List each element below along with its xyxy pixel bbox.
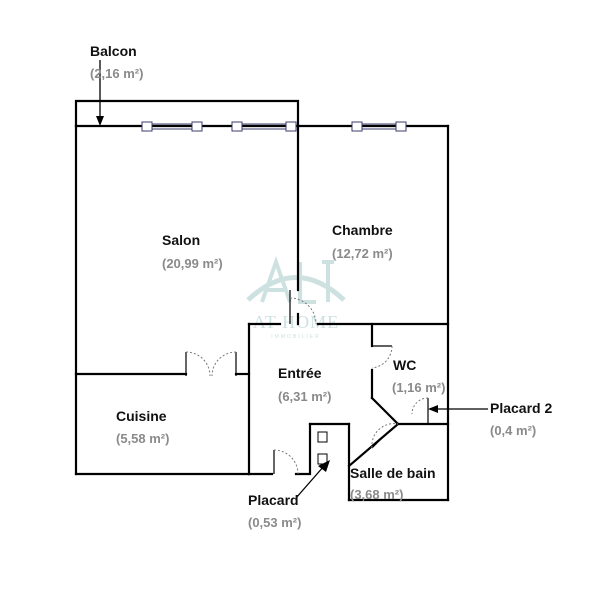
label-placard: Placard [248, 492, 299, 508]
windows [141, 121, 407, 132]
area-chambre: (12,72 m²) [332, 246, 393, 261]
area-placard: (0,53 m²) [248, 515, 301, 530]
label-chambre: Chambre [332, 222, 393, 238]
outer-walls [74, 124, 450, 502]
label-wc: WC [393, 357, 416, 373]
doors [185, 290, 429, 475]
area-balcon: (2,16 m²) [90, 66, 143, 81]
area-wc: (1,16 m²) [392, 380, 445, 395]
label-entree: Entrée [278, 365, 322, 381]
label-salle-de-bain: Salle de bain [350, 465, 436, 481]
area-cuisine: (5,58 m²) [116, 431, 169, 446]
area-salon: (20,99 m²) [162, 256, 223, 271]
area-placard-2: (0,4 m²) [490, 423, 536, 438]
area-entree: (6,31 m²) [278, 389, 331, 404]
label-balcon: Balcon [90, 43, 137, 59]
callout-arrows [96, 60, 488, 499]
interior-walls [74, 124, 450, 502]
watermark-text: AT HOME [253, 312, 339, 332]
room-labels: Balcon (2,16 m²) Salon (20,99 m²) Chambr… [90, 43, 552, 530]
label-cuisine: Cuisine [116, 408, 167, 424]
watermark-logo: AT HOME IMMOBILIER [246, 255, 346, 340]
balcony-outline [74, 99, 300, 128]
label-salon: Salon [162, 232, 200, 248]
area-salle-de-bain: (3,68 m²) [350, 487, 403, 502]
label-placard-2: Placard 2 [490, 400, 552, 416]
watermark-subtext: IMMOBILIER [271, 334, 320, 340]
